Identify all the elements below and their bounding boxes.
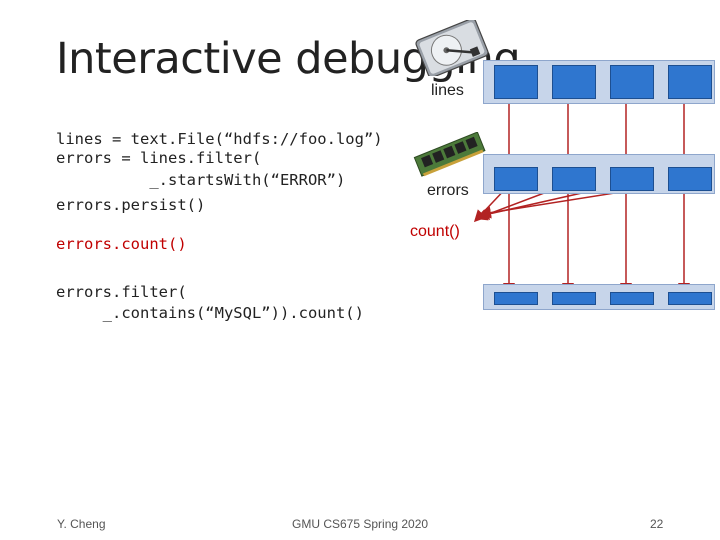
filtered-partition-block <box>610 292 654 305</box>
lines-partition-block <box>668 65 712 99</box>
errors-partition-block <box>552 167 596 191</box>
lines-partitions <box>483 60 715 104</box>
code-line-3: _.startsWith(“ERROR”) <box>56 171 346 189</box>
filtered-partition-block <box>668 292 712 305</box>
code-filter-line-2: _.contains(“MySQL”)).count() <box>56 304 364 322</box>
filtered-partition-block <box>552 292 596 305</box>
errors-partition-block <box>610 167 654 191</box>
filtered-partitions <box>483 284 715 310</box>
code-line-4: errors.persist() <box>56 196 206 214</box>
lines-partition-block <box>610 65 654 99</box>
errors-partition-block <box>494 167 538 191</box>
footer-author: Y. Cheng <box>57 517 106 531</box>
lines-partition-block <box>494 65 538 99</box>
memory-module-icon <box>413 132 486 177</box>
label-count: count() <box>410 223 460 240</box>
filtered-partition-block <box>494 292 538 305</box>
hard-disk-icon <box>415 20 489 76</box>
label-errors: errors <box>427 182 469 199</box>
errors-partition-block <box>668 167 712 191</box>
errors-partitions <box>483 154 715 194</box>
slide-number: 22 <box>650 517 664 531</box>
code-line-2: errors = lines.filter( <box>56 149 262 167</box>
code-filter-line-1: errors.filter( <box>56 283 187 301</box>
code-count: errors.count() <box>56 235 187 253</box>
label-lines: lines <box>431 82 464 99</box>
code-line-1: lines = text.File(“hdfs://foo.log”) <box>56 130 383 148</box>
lines-partition-block <box>552 65 596 99</box>
footer-course: GMU CS675 Spring 2020 <box>292 517 429 531</box>
